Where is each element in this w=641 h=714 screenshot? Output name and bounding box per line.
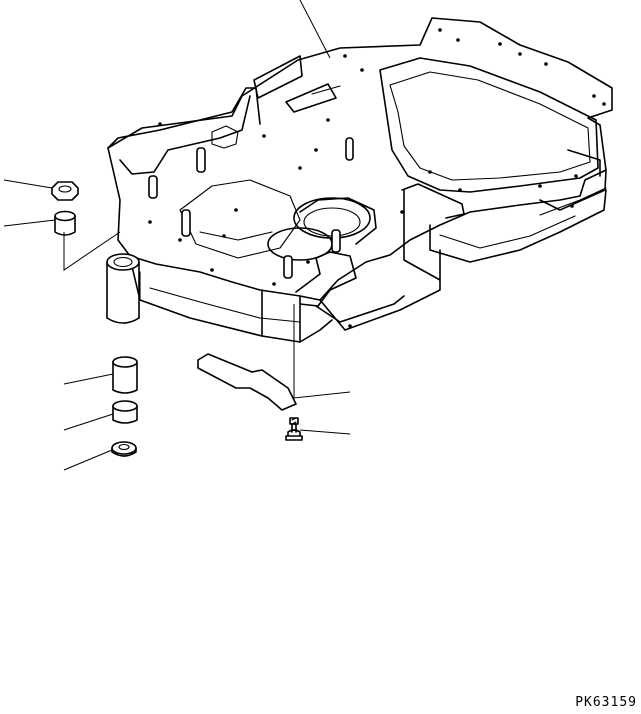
drawing-code: PK63159 xyxy=(575,695,637,710)
nut-upper xyxy=(51,181,79,201)
flange-bolt xyxy=(285,417,303,441)
bushing-lower-short xyxy=(112,400,138,424)
washer xyxy=(111,441,137,457)
gasket-plate xyxy=(197,353,297,411)
bolt-holes xyxy=(148,28,606,328)
bushing-lower-long xyxy=(112,356,138,394)
pin-boss xyxy=(106,253,140,324)
studs xyxy=(148,137,354,279)
revolving-frame xyxy=(107,17,613,343)
bushing-upper xyxy=(54,210,76,236)
leader-lines xyxy=(3,0,351,471)
